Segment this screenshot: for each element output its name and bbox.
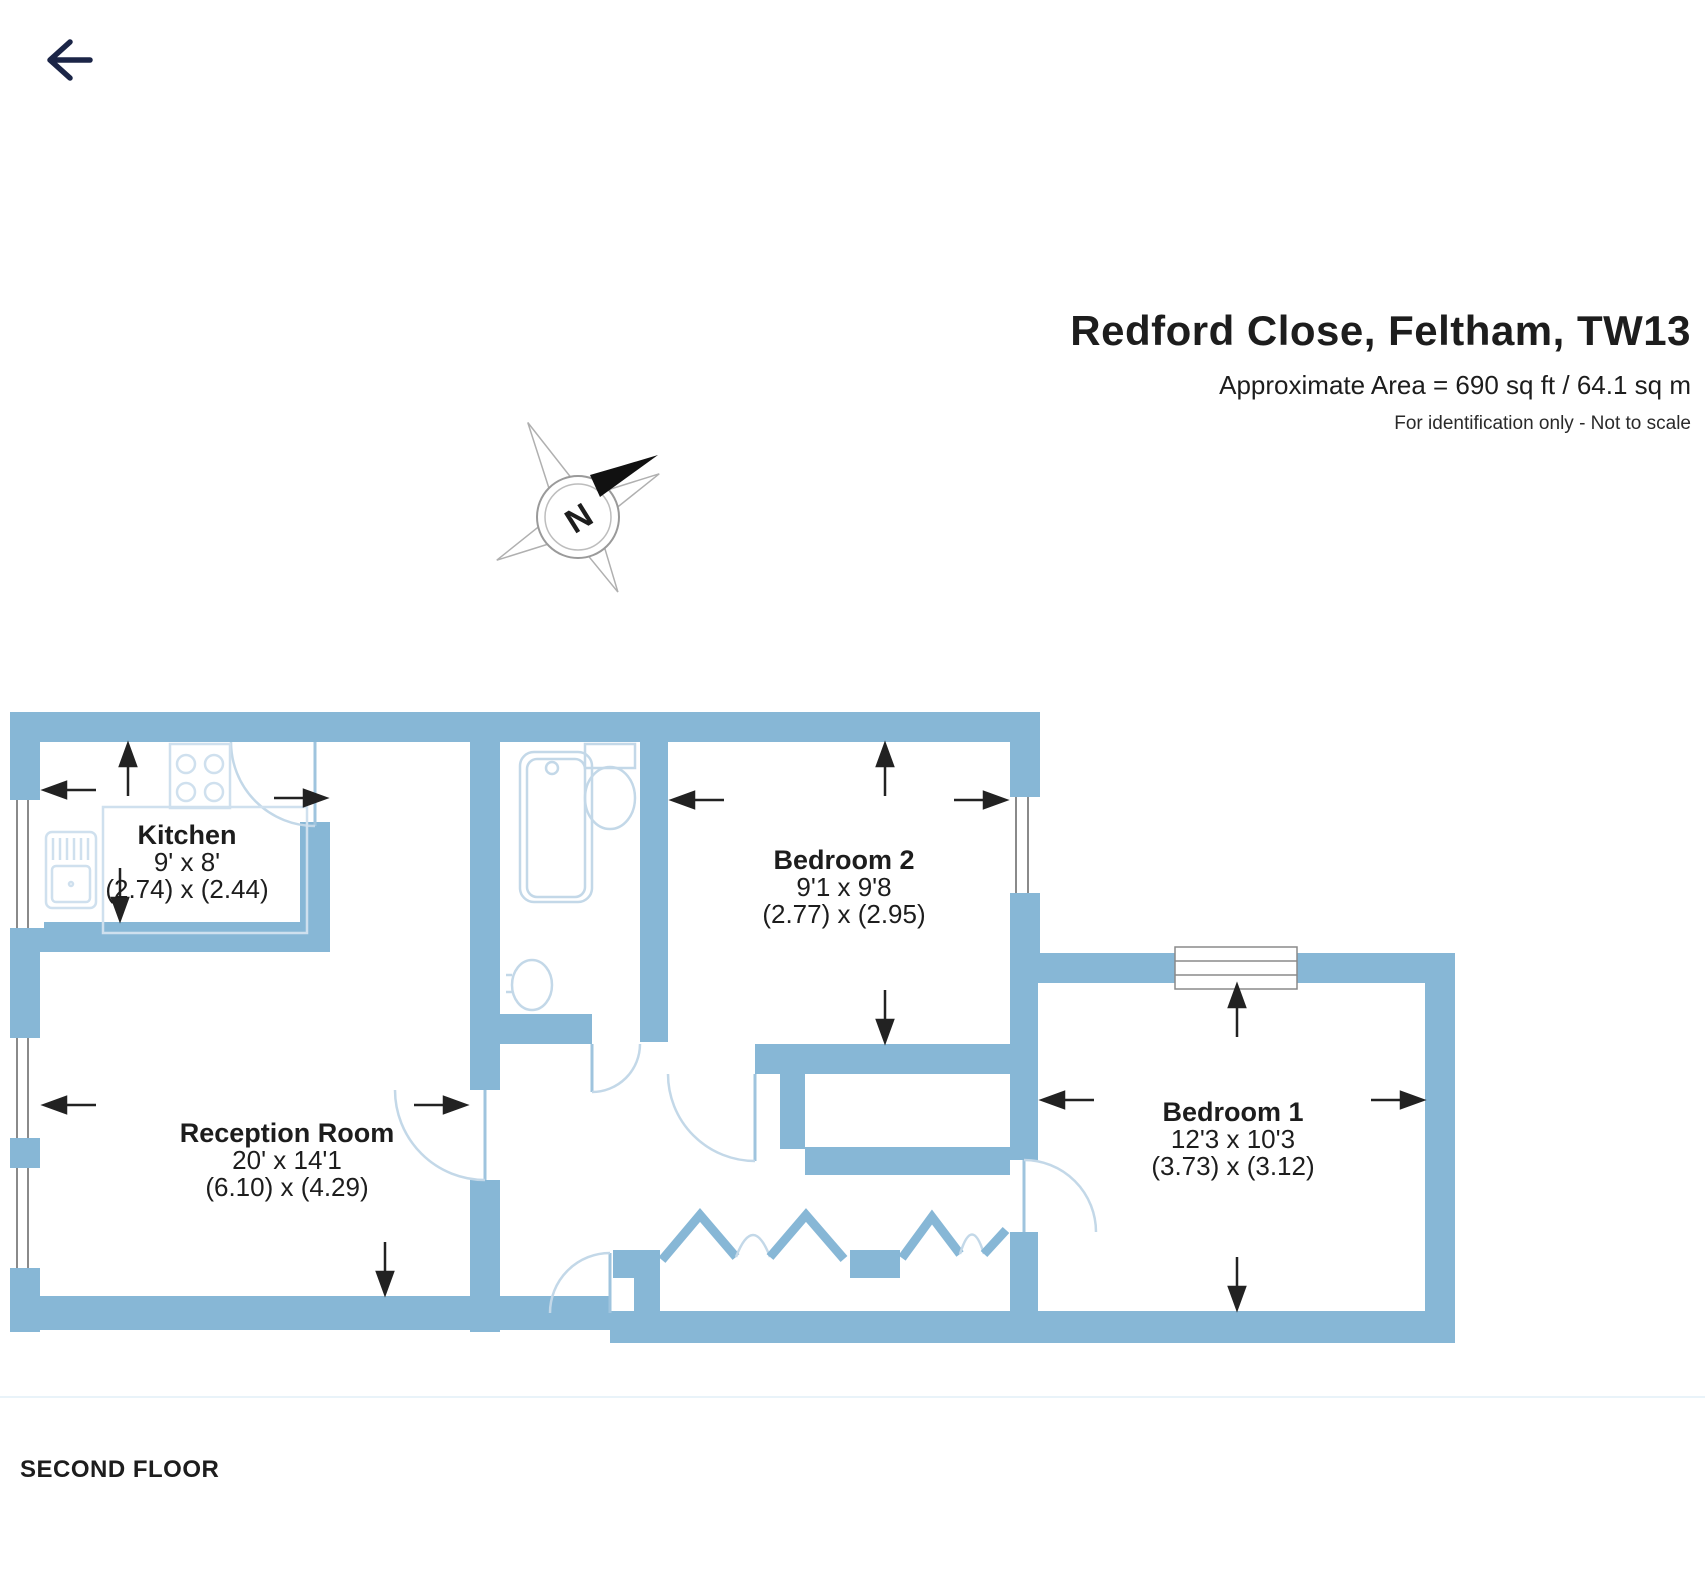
bathtub-icon xyxy=(518,750,594,904)
room-name: Kitchen xyxy=(137,820,236,850)
page-title: Redford Close, Feltham, TW13 xyxy=(1070,307,1691,354)
room-dims-m: (2.74) x (2.44) xyxy=(105,874,268,904)
arrow-down-icon xyxy=(1227,1257,1247,1313)
room-name: Bedroom 2 xyxy=(773,845,914,875)
room-dims-ft: 9' x 8' xyxy=(154,847,220,877)
room-dims-ft: 12'3 x 10'3 xyxy=(1171,1124,1295,1154)
window-bedroom1-top xyxy=(1174,946,1298,990)
room-dims-ft: 20' x 14'1 xyxy=(232,1145,342,1175)
room-dims-m: (2.77) x (2.95) xyxy=(762,899,925,929)
title-block: Redford Close, Feltham, TW13 Approximate… xyxy=(1070,306,1691,435)
room-dims-m: (3.73) x (3.12) xyxy=(1151,1151,1314,1181)
floor-caption: SECOND FLOOR xyxy=(20,1456,220,1483)
arrow-left-icon xyxy=(40,1095,96,1115)
bedroom1-label: Bedroom 1 12'3 x 10'3 (3.73) x (3.12) xyxy=(1151,1097,1314,1181)
bathroom-fixtures xyxy=(506,742,637,1012)
approximate-area: Approximate Area = 690 sq ft / 64.1 sq m xyxy=(1219,370,1691,401)
room-labels: Kitchen 9' x 8' (2.74) x (2.44) Receptio… xyxy=(105,820,1314,1202)
doors xyxy=(229,741,1098,1314)
room-dims-ft: 9'1 x 9'8 xyxy=(796,872,891,902)
arrow-down-icon xyxy=(875,990,895,1046)
room-dims-m: (6.10) x (4.29) xyxy=(205,1172,368,1202)
window-reception-left-1 xyxy=(6,1038,44,1138)
door-kitchen xyxy=(229,741,317,828)
back-arrow-icon xyxy=(47,39,93,81)
bifold-doors xyxy=(658,1208,1010,1263)
reception-label: Reception Room 20' x 14'1 (6.10) x (4.29… xyxy=(180,1118,395,1202)
door-reception xyxy=(393,1089,487,1182)
arrow-down-icon xyxy=(110,868,130,924)
arrow-right-icon xyxy=(1371,1090,1427,1110)
arrow-right-icon xyxy=(954,790,1010,810)
kitchen-label: Kitchen 9' x 8' (2.74) x (2.44) xyxy=(105,820,268,904)
room-name: Bedroom 1 xyxy=(1162,1097,1303,1127)
arrow-up-icon xyxy=(875,740,895,796)
arrow-left-icon xyxy=(40,780,96,800)
arrow-left-icon xyxy=(1038,1090,1094,1110)
door-bedroom1 xyxy=(1022,1158,1098,1233)
arrow-down-icon xyxy=(375,1242,395,1298)
measurement-arrows xyxy=(40,740,1427,1313)
hob-icon xyxy=(168,742,232,810)
toilet-icon xyxy=(583,742,637,831)
window-kitchen-left xyxy=(6,800,44,928)
windows xyxy=(6,797,1298,1268)
north-arrow-icon xyxy=(590,455,658,497)
door-bathroom xyxy=(590,1043,642,1094)
arrow-right-icon xyxy=(274,788,330,808)
door-closet xyxy=(548,1251,612,1314)
kitchen-fixtures xyxy=(44,742,309,935)
room-name: Reception Room xyxy=(180,1118,395,1148)
back-button[interactable] xyxy=(42,34,98,86)
basin-icon xyxy=(506,958,554,1012)
arrow-right-icon xyxy=(414,1095,470,1115)
disclaimer-text: For identification only - Not to scale xyxy=(1394,412,1691,434)
door-bedroom2 xyxy=(666,1073,757,1163)
sink-icon xyxy=(44,830,98,910)
compass-rose-icon: N xyxy=(496,422,660,593)
arrow-up-icon xyxy=(118,740,138,796)
divider-line xyxy=(0,1396,1705,1398)
bedroom2-label: Bedroom 2 9'1 x 9'8 (2.77) x (2.95) xyxy=(762,845,925,929)
window-bedroom2-right xyxy=(1004,797,1046,893)
arrow-up-icon xyxy=(1227,981,1247,1037)
arrow-left-icon xyxy=(668,790,724,810)
window-reception-left-2 xyxy=(6,1168,44,1268)
